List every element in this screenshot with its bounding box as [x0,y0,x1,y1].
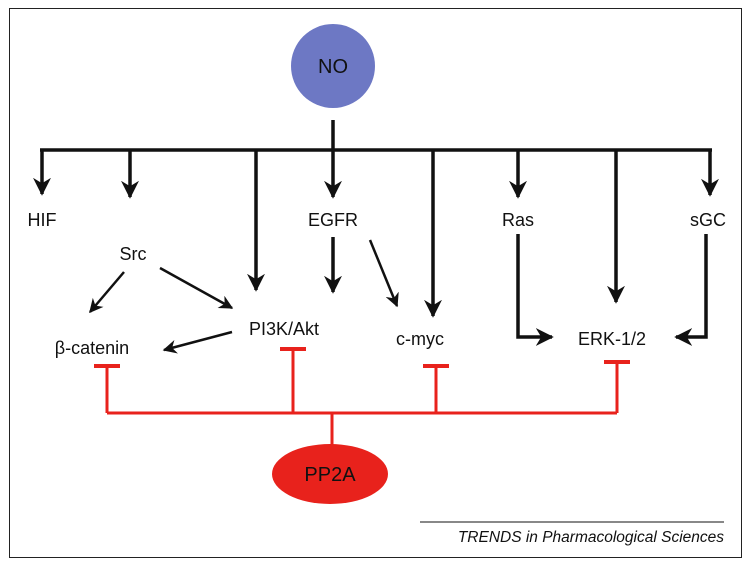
arrow-pi3k-to-beta-catenin [162,330,233,354]
credit-text: TRENDS in Pharmacological Sciences [458,529,724,546]
no-node-label: NO [318,56,348,78]
arrow-ras-to-erk [516,234,554,346]
target-labels: HIF Src EGFR Ras sGC β-catenin PI3K/Akt … [28,210,727,358]
arrow-sgc-to-erk [674,234,708,346]
label-ras: Ras [502,210,534,230]
label-hif: HIF [28,210,57,230]
label-src: Src [120,244,147,264]
label-egfr: EGFR [308,210,358,230]
secondary-arrows [89,234,708,354]
pp2a-node-label: PP2A [304,464,356,486]
no-node-circle [291,24,375,108]
pp2a-inhibition [94,347,630,445]
arrow-src-to-pi3k [159,266,234,310]
arrow-src-to-beta-catenin [89,271,125,314]
pp2a-node-ellipse [272,444,388,504]
label-erk: ERK-1/2 [578,329,646,349]
label-c-myc: c-myc [396,329,444,349]
pp2a-node: PP2A [272,444,388,504]
label-beta-catenin: β-catenin [55,338,129,358]
no-branches [33,120,719,318]
label-pi3k-akt: PI3K/Akt [249,319,319,339]
no-node: NO [291,24,375,108]
arrow-egfr-to-c-myc [368,239,399,308]
label-sgc: sGC [690,210,726,230]
credit: TRENDS in Pharmacological Sciences [420,521,724,546]
